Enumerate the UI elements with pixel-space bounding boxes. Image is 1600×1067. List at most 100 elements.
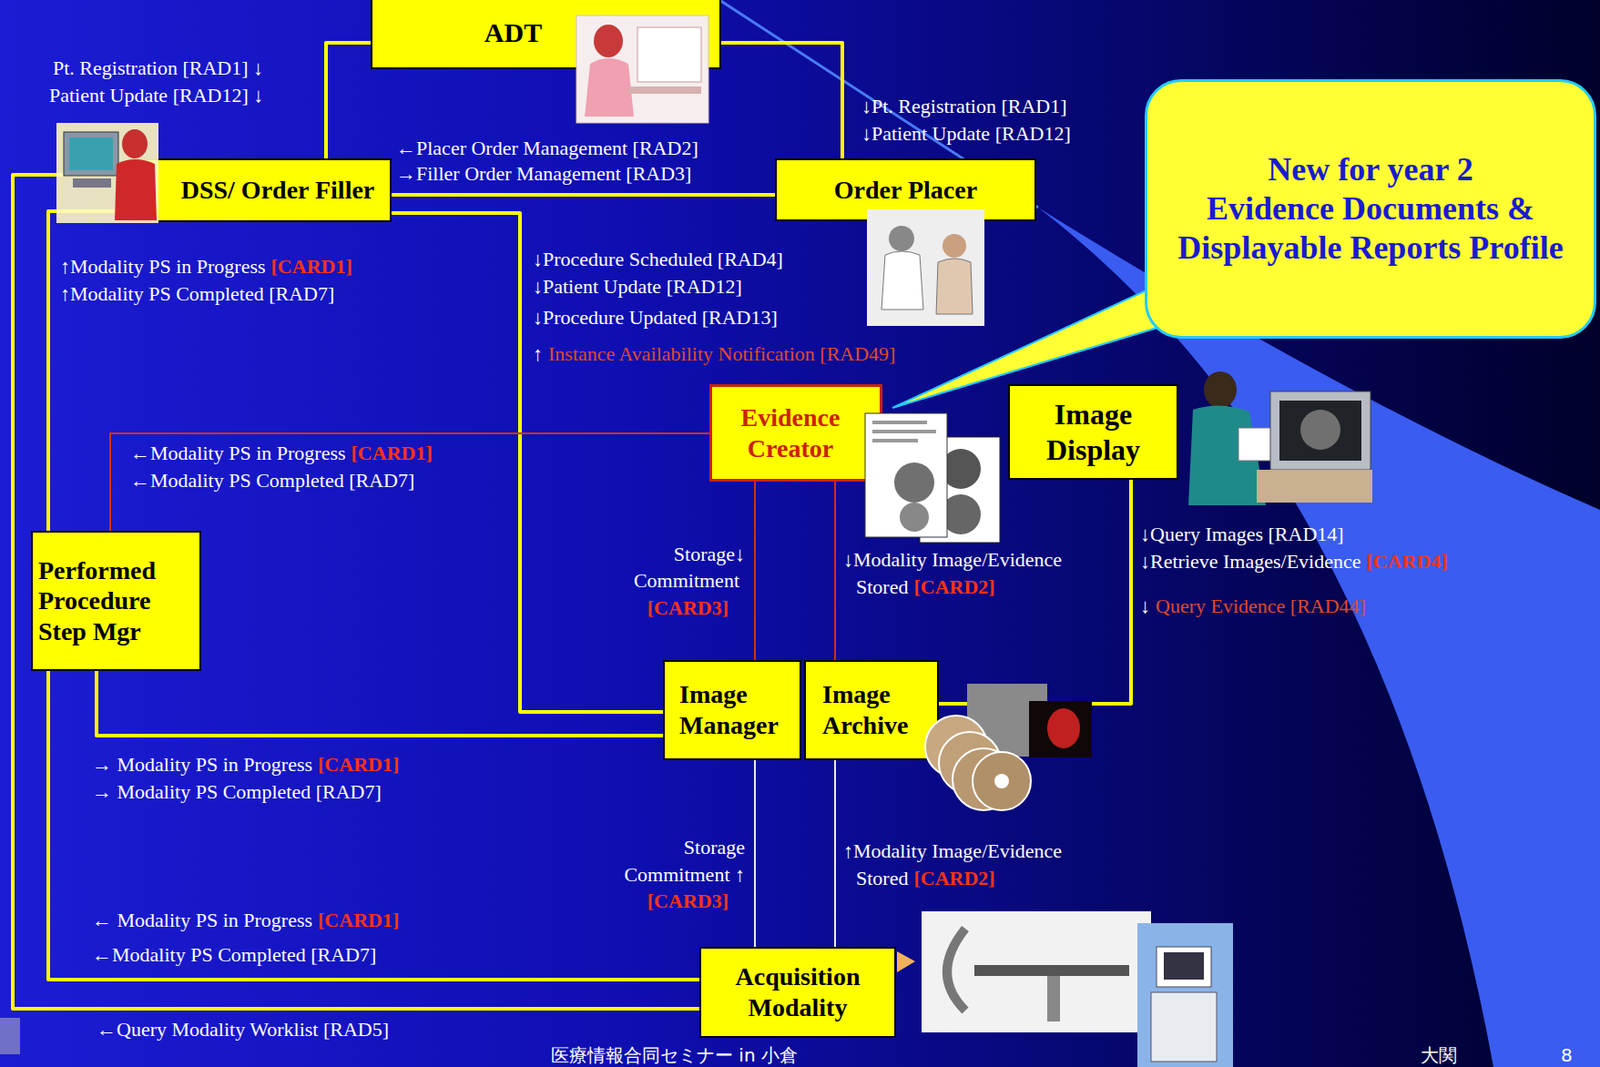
connector-line [834, 481, 836, 661]
callout-bubble: New for year 2Evidence Documents & Displ… [1144, 79, 1597, 339]
transaction-label: 8 [1560, 1044, 1573, 1067]
node-text: Order Placer [834, 174, 978, 206]
transaction-label: →Filler Order Management [RAD3] [396, 162, 692, 185]
modality-pictures [896, 911, 1234, 1067]
node-text: DSS/ Order Filler [181, 174, 376, 206]
transaction-label: Patient Update [RAD12] ↓ [49, 83, 264, 107]
transaction-line: Commitment ↑ [623, 863, 745, 887]
connector-line [834, 760, 836, 948]
connector-line [110, 433, 710, 531]
node-text: Image Archive [822, 679, 932, 741]
connector-line [754, 760, 756, 948]
transaction-line: ↑Modality PS in Progress[CARD1] [60, 254, 353, 279]
node-text: Image Display [1017, 397, 1170, 468]
node-text: New for year 2 [1267, 150, 1474, 190]
transaction-label: ←Modality PS Completed [RAD7] [91, 943, 377, 967]
transaction-label: Commitment [633, 569, 740, 592]
transaction-label: ↓Pt. Registration [RAD1] [861, 94, 1068, 118]
transaction-label: ↓Query Images [RAD14] [1140, 522, 1345, 546]
transaction-label: ↑Modality PS Completed [RAD7] [60, 282, 335, 306]
transaction-label: 医療情報合同セミナー in 小倉 [550, 1044, 798, 1067]
transaction-line: ←Modality PS in Progress[CARD1] [130, 441, 433, 466]
transaction-label: Storage [683, 835, 745, 859]
node-text: ADT [484, 16, 542, 50]
transaction-line: ↑Instance Availability Notification [RAD… [532, 342, 896, 367]
transaction-line: ←Modality PS Completed [RAD7] [130, 468, 415, 493]
connector-line [96, 671, 663, 736]
transaction-line: Storage [683, 835, 745, 860]
system-box: Performed Procedure Step Mgr [30, 530, 202, 672]
transaction-line: ←Query Modality Worklist [RAD5] [96, 1018, 389, 1042]
evidence-document-picture [865, 413, 1000, 543]
profile-tag: [CARD1] [317, 753, 399, 776]
transaction-line: ←Modality PS Completed [RAD7] [91, 943, 377, 968]
transaction-label: ↑Modality Image/Evidence [843, 839, 1062, 863]
profile-tag: [CARD3] [647, 596, 729, 620]
profile-tag: [CARD1] [271, 254, 353, 278]
profile-tag: [CARD3] [647, 889, 729, 913]
adt-clerk-picture [576, 15, 709, 123]
transaction-line: ↓Query Images [RAD14] [1140, 522, 1345, 547]
connector-line [754, 481, 756, 661]
transaction-label: ↓Retrieve Images/Evidence [1140, 550, 1362, 573]
transaction-label: ←Modality PS Completed [RAD7] [130, 468, 415, 492]
transaction-label: Commitment ↑ [623, 863, 745, 887]
transaction-line: ↑Modality Image/Evidence [843, 839, 1062, 864]
archive-disks-picture [925, 683, 1092, 811]
transaction-line: →Filler Order Management [RAD3] [396, 162, 692, 186]
transaction-line: ↓Pt. Registration [RAD1] [861, 94, 1068, 119]
transaction-label: ↓Modality Image/Evidence [843, 548, 1062, 571]
transaction-label: ↓ [1140, 594, 1151, 618]
system-box: Acquisition Modality [699, 947, 897, 1039]
transaction-label: 大関 [1420, 1044, 1458, 1067]
profile-tag: [CARD4] [1366, 550, 1448, 573]
transaction-label: Instance Availability Notification [RAD4… [548, 342, 896, 366]
transaction-line: → Modality PS in Progress[CARD1] [91, 753, 399, 777]
transaction-line: → Modality PS Completed [RAD7] [91, 780, 382, 805]
node-text: Image Manager [679, 679, 795, 741]
transaction-label: ←Placer Order Management [RAD2] [396, 136, 699, 160]
node-text: Evidence Documents & Displayable Reports… [1165, 189, 1576, 268]
transaction-label: Query Evidence [RAD44] [1155, 594, 1366, 618]
new-actor-box: Evidence Creator [709, 384, 883, 482]
node-text: Performed Procedure Step Mgr [38, 555, 194, 648]
transaction-label: ↓Patient Update [RAD12] [532, 275, 743, 298]
connector-line [326, 42, 371, 159]
transaction-label: Stored [856, 866, 908, 890]
transaction-label: Storage↓ [673, 542, 745, 566]
transaction-line: Stored[CARD2] [856, 866, 996, 891]
transaction-line: Commitment [633, 569, 740, 593]
transaction-line: Storage↓ [673, 542, 745, 567]
transaction-line: [CARD3] [647, 889, 729, 914]
transaction-label: ↓Procedure Scheduled [RAD4] [532, 247, 784, 271]
system-box: Image Manager [662, 660, 802, 761]
connector-line [48, 671, 700, 980]
system-box: Image Display [1008, 384, 1179, 480]
transaction-line: Stored[CARD2] [856, 575, 996, 600]
order-filler-picture [56, 122, 159, 224]
transaction-line: Patient Update [RAD12] ↓ [49, 83, 264, 108]
transaction-label: ↑ [532, 342, 543, 366]
system-box: Image Archive [804, 660, 939, 761]
system-box: DSS/ Order Filler [132, 158, 392, 223]
connector-line [391, 193, 775, 197]
transaction-line: ↓Modality Image/Evidence [843, 548, 1062, 572]
transaction-line: 大関 [1420, 1043, 1458, 1067]
image-display-picture [1188, 371, 1373, 506]
transaction-label: ↓Procedure Updated [RAD13] [532, 305, 778, 329]
profile-tag: [CARD2] [913, 866, 995, 890]
transaction-label: → Modality PS Completed [RAD7] [91, 780, 382, 804]
transaction-line: ↓Procedure Scheduled [RAD4] [532, 247, 784, 272]
system-box: ADT [370, 0, 722, 70]
transaction-label: ←Query Modality Worklist [RAD5] [96, 1018, 389, 1041]
transaction-label: Stored [856, 575, 908, 599]
transaction-label: → Modality PS in Progress [91, 753, 313, 776]
profile-tag: [CARD1] [317, 908, 399, 932]
transaction-line: ↓Query Evidence [RAD44] [1140, 594, 1366, 619]
node-text: Acquisition Modality [708, 961, 887, 1023]
transaction-label: ↑Modality PS in Progress [60, 254, 266, 278]
logo-mark [0, 1018, 21, 1055]
transaction-line: ↓Patient Update [RAD12] [861, 122, 1071, 146]
profile-tag: [CARD1] [351, 441, 433, 465]
transaction-label: Pt. Registration [RAD1] ↓ [52, 56, 264, 80]
